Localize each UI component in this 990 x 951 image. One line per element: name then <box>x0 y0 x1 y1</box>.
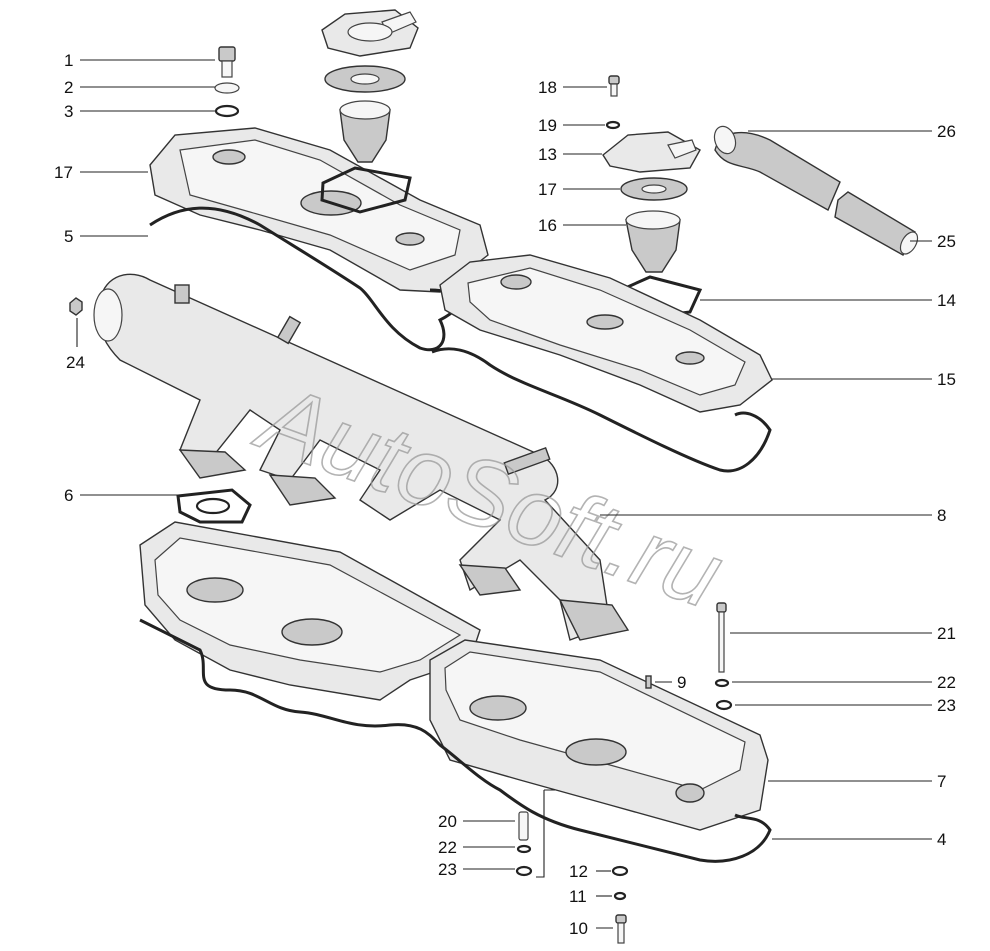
part-9-pin <box>645 675 652 689</box>
part-8-intake-manifold <box>93 273 630 641</box>
part-7-lower-housing <box>139 521 769 831</box>
part-25-hose <box>834 191 919 256</box>
callout-9: 9 <box>677 673 686 692</box>
part-23-o-ring-bottom <box>515 865 533 877</box>
part-5-cover-gasket-left <box>149 206 460 352</box>
callout-23-right: 23 <box>937 696 956 715</box>
callout-8: 8 <box>937 506 946 525</box>
part-2-washer <box>214 82 240 94</box>
callout-14: 14 <box>937 291 956 310</box>
callout-12: 12 <box>569 862 588 881</box>
callout-22-right: 22 <box>937 673 956 692</box>
part-6-flange-gasket-bore <box>195 497 231 515</box>
part-22-o-ring-right <box>714 678 730 688</box>
callout-23-bottom: 23 <box>438 860 457 879</box>
part-20-bolt <box>518 811 529 841</box>
part-6-flange-gasket <box>176 488 252 524</box>
part-21-long-bolt <box>716 602 727 673</box>
callout-1: 1 <box>64 51 73 70</box>
callout-2: 2 <box>64 78 73 97</box>
part-24-nut <box>69 297 83 316</box>
callout-17-left: 17 <box>54 163 73 182</box>
part-26-hose <box>713 125 841 211</box>
bracket-line <box>536 789 555 878</box>
callout-4: 4 <box>937 830 946 849</box>
part-23-o-ring-right <box>715 699 733 711</box>
callout-5: 5 <box>64 227 73 246</box>
part-13-thermostat-housing-cover <box>602 131 701 173</box>
callout-15: 15 <box>937 370 956 389</box>
part-1-bolt <box>218 46 236 78</box>
callout-16: 16 <box>538 216 557 235</box>
callout-19: 19 <box>538 116 557 135</box>
callout-10: 10 <box>569 919 588 938</box>
callout-20: 20 <box>438 812 457 831</box>
callout-26: 26 <box>937 122 956 141</box>
thermostat-cover-top <box>321 9 419 163</box>
part-15-right-valve-cover <box>439 254 773 413</box>
part-17-left-valve-cover <box>149 127 489 293</box>
part-11-o-ring <box>613 891 627 901</box>
leader-lines <box>76 59 932 929</box>
callout-6: 6 <box>64 486 73 505</box>
callout-25: 25 <box>937 232 956 251</box>
part-16-thermostat <box>625 210 681 273</box>
part-3-o-ring <box>214 104 240 118</box>
part-22-o-ring-bottom <box>516 844 532 854</box>
callout-labels: 1 2 3 17 5 24 6 18 19 13 17 16 26 25 14 … <box>54 51 956 938</box>
callout-7: 7 <box>937 772 946 791</box>
callout-17-right: 17 <box>538 180 557 199</box>
callout-3: 3 <box>64 102 73 121</box>
part-12-o-ring <box>611 865 629 877</box>
part-10-bolt <box>615 914 627 944</box>
callout-22-bottom: 22 <box>438 838 457 857</box>
part-18-bolt <box>608 75 620 97</box>
part-17-right-gasket <box>620 177 688 201</box>
callout-21: 21 <box>937 624 956 643</box>
callout-24: 24 <box>66 353 85 372</box>
callout-13: 13 <box>538 145 557 164</box>
part-19-o-ring <box>605 120 621 130</box>
part-15-cover-gasket <box>431 347 772 473</box>
callout-11: 11 <box>569 887 587 906</box>
callout-18: 18 <box>538 78 557 97</box>
part-4-lower-gasket <box>139 618 772 863</box>
